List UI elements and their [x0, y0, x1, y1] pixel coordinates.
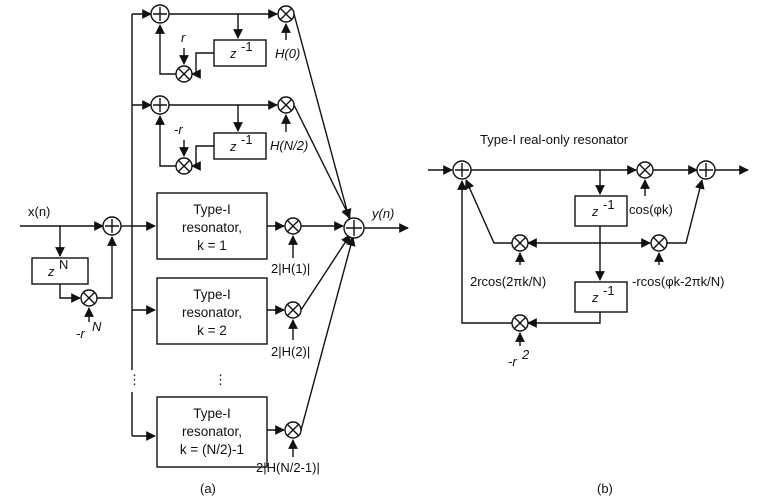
svg-text:2: 2	[521, 347, 530, 362]
caption-a: (a)	[200, 481, 216, 496]
resonator-ellipsis: ⋮	[214, 372, 227, 387]
bus-ellipsis: ⋮	[128, 372, 141, 387]
res0-delay-block	[213, 39, 267, 67]
svg-text:-r: -r	[174, 122, 183, 137]
svg-text:k = 1: k = 1	[197, 238, 227, 253]
resHalf-delay-block	[213, 132, 267, 160]
svg-text:Type-I: Type-I	[193, 202, 231, 217]
resonator-k1-block	[156, 192, 268, 260]
resonator-title: Type-I real-only resonator	[480, 132, 629, 147]
svg-text:Type-I: Type-I	[193, 406, 231, 421]
svg-text:-1: -1	[603, 197, 615, 212]
res0-gain-label: H(0)	[275, 46, 300, 61]
diagram-b: Type-I real-only resonator cos(φk) z -1 …	[428, 132, 749, 496]
svg-text:k = (N/2)-1: k = (N/2)-1	[180, 442, 244, 457]
coef-a-label: 2rcos(2πk/N)	[470, 274, 546, 289]
comb-delay-block	[31, 257, 89, 285]
svg-text:k = 2: k = 2	[197, 323, 227, 338]
svg-text:z: z	[591, 204, 599, 219]
resHalf-gain-label: H(N/2)	[270, 138, 308, 153]
svg-text:-1: -1	[603, 283, 615, 298]
caption-b: (b)	[597, 481, 613, 496]
cos-phi-label: cos(φk)	[629, 202, 673, 217]
svg-text:resonator,: resonator,	[182, 220, 242, 235]
comb-gain-label: -r	[76, 326, 85, 341]
coef-b-label: -rcos(φk-2πk/N)	[632, 274, 725, 289]
svg-text:N: N	[92, 319, 102, 334]
svg-text:r: r	[181, 30, 186, 45]
svg-text:z: z	[591, 290, 599, 305]
res-kLast-gain-label: 2|H(N/2-1)|	[256, 460, 320, 475]
svg-text:z: z	[229, 139, 237, 154]
svg-text:resonator,: resonator,	[182, 424, 242, 439]
resonator-kLast-block	[156, 396, 268, 468]
svg-text:z: z	[229, 46, 237, 61]
resonator-k2-block	[156, 277, 268, 345]
svg-text:N: N	[59, 257, 68, 272]
b-delay2-block	[574, 281, 628, 313]
svg-text:-1: -1	[241, 39, 253, 54]
coef-c-label: -r	[508, 354, 517, 369]
b-delay1-block	[574, 195, 628, 227]
input-label: x(n)	[28, 204, 50, 219]
comb-delay-label: z	[47, 264, 55, 279]
svg-text:-1: -1	[241, 132, 253, 147]
res-k2-gain-label: 2|H(2)|	[271, 344, 310, 359]
diagram-a: x(n) z N -r N ⋮ z -1 r	[20, 4, 409, 496]
svg-text:Type-I: Type-I	[193, 287, 231, 302]
output-label: y(n)	[371, 206, 394, 221]
res-k1-gain-label: 2|H(1)|	[271, 261, 310, 276]
svg-text:resonator,: resonator,	[182, 305, 242, 320]
